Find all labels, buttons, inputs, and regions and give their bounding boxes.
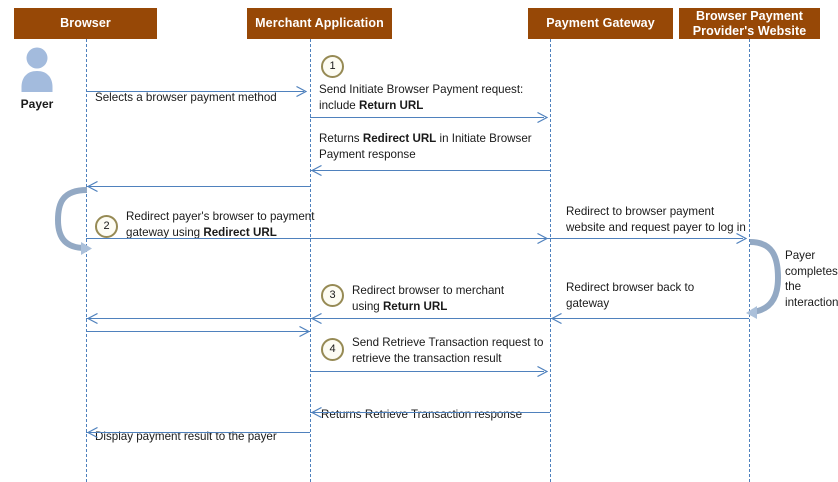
message-label-m4: Redirect payer's browser to payment gatew… [126,209,326,240]
message-line-m8 [310,371,544,372]
message-label-m6: Redirect browser back to gateway [566,280,746,311]
message-line-m5 [86,238,743,239]
message-line-m2 [310,117,544,118]
msg-text-line2: retrieve the transaction result [352,351,502,365]
lifeline-browser [86,39,87,482]
msg-text-line2: using Return URL [352,299,448,313]
arrowhead-m9 [311,406,322,418]
participant-browser[interactable]: Browser [14,8,157,39]
message-line-m7 [86,318,550,319]
self-loop-provider [744,236,784,320]
participant-provider-label: Browser Payment Provider's Website [692,8,807,38]
note-payer-completes: Payer completes the interaction [785,249,838,309]
message-label-m3: Returns Redirect URL in Initiate Browser… [319,131,554,162]
participant-provider[interactable]: Browser Payment Provider's Website [679,8,820,39]
step-badge-3-number: 3 [329,289,336,301]
participant-merchant[interactable]: Merchant Application [247,8,392,39]
message-line-m6 [550,318,749,319]
step-badge-1-number: 1 [329,60,336,72]
participant-browser-label: Browser [60,16,111,30]
msg-text-line1: Redirect payer's browser to payment [126,210,315,223]
participant-gateway-label: Payment Gateway [546,16,655,30]
arrowhead-m5 [736,232,747,244]
lifeline-gateway [550,39,551,482]
payer-actor [16,46,58,99]
msg-text-line2: website and request payer to log in [566,220,746,234]
message-line-m10 [86,432,310,433]
arrowhead-m7 [87,312,98,324]
message-label-m1: Selects a browser payment method [95,74,325,105]
step-badge-4: 4 [321,338,344,361]
arrowhead-m7-mid [311,312,322,324]
message-label-m10: Display payment result to the payer [95,413,345,444]
msg-text-line1: Send Initiate Browser Payment request: [319,83,524,96]
msg-text-line2: gateway [566,296,610,310]
msg-text-line2: gateway using Redirect URL [126,225,277,239]
arrowhead-m8a [299,325,310,337]
msg-text-line2: Payment response [319,147,416,161]
person-icon [21,47,53,92]
step-badge-1: 1 [321,55,344,78]
arrowhead-m5-mid [537,232,548,244]
self-loop-browser [54,184,94,256]
arrowhead-m6 [551,312,562,324]
arrowhead-m4a [87,180,98,192]
arrowhead-m2 [537,111,548,123]
message-label-m8: Send Retrieve Transaction request to retr… [352,335,562,366]
msg-text-line1: Redirect to browser payment [566,205,715,218]
message-line-m9 [310,412,550,413]
message-label-m7: Redirect browser to merchant using Return… [352,283,552,314]
arrowhead-m8 [537,365,548,377]
message-label-m9: Returns Retrieve Transaction response [321,391,581,422]
msg-text-line2: include Return URL [319,98,424,112]
lifeline-merchant [310,39,311,482]
participant-merchant-label: Merchant Application [255,16,384,30]
payer-actor-label: Payer [20,97,54,111]
arrowhead-m3 [311,164,322,176]
step-badge-2: 2 [95,215,118,238]
step-badge-4-number: 4 [329,343,336,355]
message-line-m8a [86,331,310,332]
arrowhead-m10 [87,426,98,438]
message-line-m3 [310,170,550,171]
msg-text: Returns Retrieve Transaction response [321,407,523,421]
message-line-m1 [86,91,304,92]
msg-text-line1: Redirect browser to merchant [352,284,505,297]
msg-text-line1: Send Retrieve Transaction request to [352,336,544,349]
msg-text-line1: Redirect browser back to [566,281,695,294]
message-label-m5: Redirect to browser payment website and r… [566,204,766,235]
step-badge-2-number: 2 [103,220,110,232]
arrowhead-m1 [296,85,307,97]
message-line-m4a [86,186,310,187]
step-badge-3: 3 [321,284,344,307]
msg-text-line1: Returns Redirect URL in Initiate Browser [319,132,532,145]
message-label-m2: Send Initiate Browser Payment request: in… [319,82,549,113]
participant-gateway[interactable]: Payment Gateway [528,8,673,39]
lifeline-provider [749,39,750,482]
msg-text: Selects a browser payment method [95,90,277,104]
